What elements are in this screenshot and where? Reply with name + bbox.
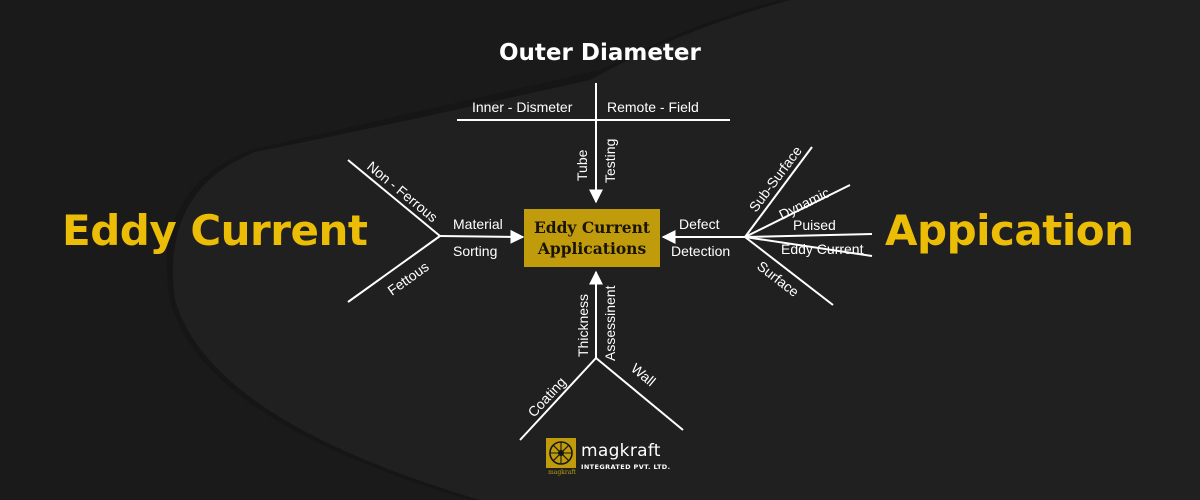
wall-spoke — [595, 357, 684, 431]
logo-mark-icon — [546, 438, 576, 468]
surface-label: Surface — [754, 258, 802, 300]
logo-tagline: INTEGRATED PVT. LTD. — [581, 463, 671, 471]
application-title: Appication — [885, 206, 1134, 255]
logo-mark-caption: magkraft — [548, 469, 576, 476]
coating-spoke — [519, 357, 597, 441]
surface-spoke — [744, 236, 834, 306]
assessment-label: Assessinent — [602, 285, 618, 361]
center-node-line2: Applications — [537, 239, 647, 258]
dynamic-spoke — [744, 184, 851, 238]
puised-spoke — [744, 233, 873, 238]
sub-surface-spoke — [744, 146, 813, 238]
logo-name: magkraft — [581, 441, 661, 461]
eddy-current-title: Eddy Current — [62, 206, 368, 255]
defect-label: Defect — [679, 216, 720, 232]
sorting-label: Sorting — [453, 243, 497, 259]
eddy-current-spoke-label: Eddy Current — [781, 241, 864, 257]
puised-label: Puised — [793, 217, 836, 233]
company-logo: magkraft magkraft INTEGRATED PVT. LTD. — [546, 438, 676, 478]
non-ferrous-spoke — [347, 159, 441, 237]
non-ferrous-label: Non - Ferrous — [364, 158, 441, 225]
tube-label: Tube — [574, 149, 590, 181]
material-label: Material — [453, 216, 503, 232]
outer-diameter-title: Outer Diameter — [499, 40, 701, 66]
detection-label: Detection — [671, 243, 730, 259]
ferrous-spoke — [347, 235, 441, 303]
material-arrow — [439, 229, 525, 244]
coating-label: Coating — [524, 374, 569, 420]
center-node: Eddy Current Applications — [524, 209, 660, 267]
eddy-current-spoke — [744, 236, 873, 257]
ferrous-label: Fettous — [384, 258, 431, 298]
inner-diameter-label: Inner - Dismeter — [472, 99, 573, 115]
center-node-line1: Eddy Current — [533, 218, 651, 237]
thickness-label: Thickness — [575, 294, 591, 357]
wall-label: Wall — [628, 360, 659, 389]
testing-label: Testing — [602, 139, 618, 183]
remote-field-label: Remote - Field — [607, 99, 699, 115]
